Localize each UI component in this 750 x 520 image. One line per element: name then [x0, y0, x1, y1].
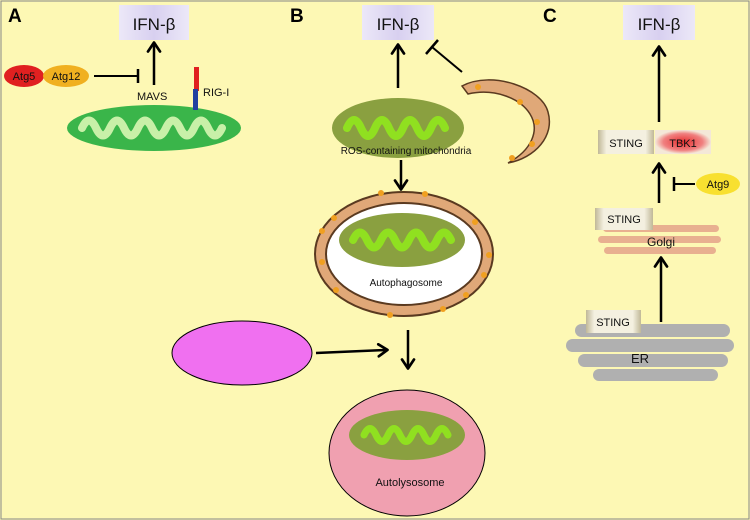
ifn-beta-label-a: IFN-β [133, 15, 176, 34]
ifn-beta-box-a-bg [119, 5, 189, 40]
ifn-beta-box-c-bg [623, 5, 695, 40]
sting-box-er [586, 310, 641, 333]
ifn-beta-box-b: IFN-β [362, 5, 434, 40]
lysosome-magenta [171, 320, 313, 386]
autolysosome-mitochondrion [349, 410, 465, 460]
autophagosome-label: Autophagosome [370, 278, 443, 289]
mitochondrion-a [67, 105, 241, 151]
autophagosome-dot [481, 272, 487, 278]
sting-box-top [598, 130, 654, 154]
golgi-label: Golgi [647, 235, 675, 249]
ros-mitochondrion-cristae [343, 116, 449, 140]
er-sheet [566, 339, 734, 352]
ifn-beta-box-b-bg [362, 5, 434, 40]
sting-tbk1-complex: STING TBK1 [598, 130, 711, 154]
rig-i-label: RIG-I [203, 87, 229, 99]
atg5-atg12-complex: Atg5 Atg12 [4, 65, 89, 87]
golgi-cisterna [598, 236, 721, 243]
mavs-bar [193, 89, 198, 110]
arrow-lysosome-to-fusion [315, 342, 389, 358]
phagophore-dot [529, 141, 535, 147]
inhibition-bar-b [425, 39, 439, 55]
tbk1-label: TBK1 [669, 138, 697, 150]
ros-mitochondrion-outer [332, 98, 464, 158]
autolysosome-mito-cristae [360, 425, 452, 445]
autophagosome-mitochondrion [339, 213, 465, 267]
autophagosome-dot [472, 219, 478, 225]
panel-a: A IFN-β Atg5 Atg12 MAVS RIG-I [4, 5, 241, 151]
atg5-node [4, 65, 44, 87]
autophagosome-dot [422, 191, 428, 197]
atg12-label: Atg12 [52, 71, 81, 83]
autophagosome-dot [319, 259, 325, 265]
inhibition-phagophore-to-ifn [431, 46, 463, 73]
autolysosome-label: Autolysosome [375, 477, 444, 489]
autophagosome-dot [387, 312, 393, 318]
panel-c: C IFN-β STING TBK1 Atg9 STING Golgi [543, 5, 740, 381]
panel-b: B IFN-β ROS-containing mitochondria [171, 5, 551, 517]
golgi-cisterna [604, 247, 716, 254]
ros-mitochondrion [332, 98, 464, 158]
sting-label-er: STING [596, 317, 630, 329]
atg9-label: Atg9 [707, 179, 730, 191]
autophagosome-dot [333, 287, 339, 293]
atg12-node [43, 65, 89, 87]
sting-box-golgi [595, 208, 653, 230]
er-label: ER [631, 351, 649, 366]
phagophore-dot [475, 84, 481, 90]
autophagosome-dot [463, 292, 469, 298]
sting-label-top: STING [609, 138, 643, 150]
sting-label-golgi: STING [607, 214, 641, 226]
mitochondrion-a-cristae [78, 116, 226, 140]
phagophore-dot [534, 119, 540, 125]
panel-letter-c: C [543, 6, 557, 27]
phagophore-dot [509, 155, 515, 161]
tbk1-box [655, 130, 711, 154]
autophagosome-dot [440, 306, 446, 312]
phagophore-membrane [460, 79, 551, 164]
phagophore-dot [517, 99, 523, 105]
autophagosome-dot [378, 190, 384, 196]
atg5-label: Atg5 [13, 71, 36, 83]
panel-letter-b: B [290, 6, 304, 27]
autophagosome-dot [319, 228, 325, 234]
rig-i-bar [194, 67, 199, 91]
ros-mito-label: ROS-containing mitochondria [341, 146, 472, 157]
autophagosome-dot [486, 252, 492, 258]
ifn-beta-label-b: IFN-β [377, 15, 420, 34]
er-sheet [578, 354, 728, 367]
ifn-beta-label-c: IFN-β [638, 15, 681, 34]
ifn-beta-box-c: IFN-β [623, 5, 695, 40]
autophagosome-mito-cristae [349, 228, 455, 252]
ifn-beta-box-a: IFN-β [119, 5, 189, 40]
autolysosome [328, 389, 486, 517]
autophagosome-dot [331, 215, 337, 221]
atg9-node [696, 173, 740, 195]
autophagosome [314, 190, 494, 318]
golgi-apparatus [598, 225, 721, 254]
phagophore [460, 79, 551, 164]
mavs-label: MAVS [137, 91, 167, 103]
er-sheet [593, 369, 718, 381]
rig-i-mavs-marker [193, 67, 199, 110]
panel-letter-a: A [8, 6, 22, 27]
